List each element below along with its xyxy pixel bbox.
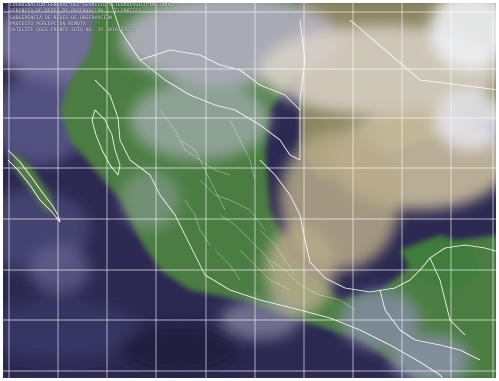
us-mexico-border	[109, 0, 301, 161]
image-header: COORDINACIÓN GENERAL DEL SERVICIO METEOR…	[10, 3, 173, 34]
header-line-4: PROYECTO PERCEPCIÓN REMOTA	[10, 21, 86, 27]
header-line-1: COORDINACIÓN GENERAL DEL SERVICIO METEOR…	[10, 3, 174, 8]
coastline-borders	[7, 0, 499, 381]
baja-california-coast	[7, 149, 61, 223]
pacific-coast	[94, 79, 446, 381]
gulf-of-california-coast	[91, 109, 121, 176]
header-line-3: SUBGERENCIA DE REDES DE OBSERVACIÓN	[10, 15, 113, 21]
header-line-5: SATÉLITE GOES FRENTE FRÍO No. 35 2018/01…	[10, 28, 136, 34]
belize-border	[429, 257, 466, 336]
us-state-line-ne	[349, 19, 499, 91]
header-line-2: GERENCIA DE REDES DE OBSERVACIÓN Y TELEM…	[10, 9, 142, 15]
gulf-of-mexico-coast	[259, 159, 499, 293]
us-state-line	[139, 49, 301, 111]
guatemala-border	[379, 289, 481, 361]
us-state-line-east	[299, 19, 306, 160]
